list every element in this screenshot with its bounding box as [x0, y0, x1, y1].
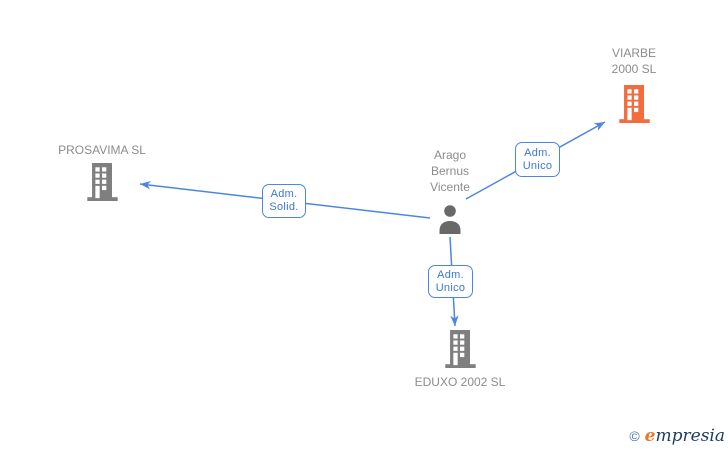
building-icon [86, 163, 118, 201]
empresia-watermark: © empresia [629, 426, 725, 446]
company-node-eduxo-2002-sl[interactable]: EDUXO 2002 SL [390, 330, 530, 390]
company-node-viarbe-2000-sl[interactable]: VIARBE 2000 SL [569, 45, 699, 123]
person-icon [439, 205, 461, 234]
company-node-prosavima-sl[interactable]: PROSAVIMA SL [32, 142, 172, 201]
person-name-line: Arago [433, 148, 467, 162]
edge-label-adm-unico-eduxo: Adm. Unico [428, 265, 473, 298]
company-name-label: PROSAVIMA SL [58, 143, 146, 157]
edge-label-line: Unico [435, 281, 466, 294]
person-name-line: Vicente [430, 180, 470, 194]
edge-label-line: Solid. [269, 201, 299, 213]
edge-label-line: Unico [522, 159, 553, 172]
edge-label-line: Adm. [524, 146, 551, 159]
building-icon [618, 85, 650, 123]
copyright-icon: © [629, 428, 640, 444]
company-name-line: VIARBE [611, 46, 656, 60]
edge-label-adm-unico-viarbe: Adm. Unico [515, 142, 560, 177]
edge-label-line: Adm. [270, 188, 298, 200]
edge-label-line: Adm. [437, 268, 464, 281]
edge-label-adm-solid-prosavima: Adm. Solid. [262, 184, 306, 218]
person-name-line: Bernus [430, 164, 470, 178]
person-node-arago-bernus-vicente[interactable]: Arago Bernus Vicente [400, 147, 500, 234]
logo-letter-e: e [644, 426, 656, 446]
company-name-line: 2000 SL [611, 62, 657, 76]
building-icon [444, 330, 476, 368]
empresia-logo: empresia [645, 426, 725, 446]
logo-text: mpresia [655, 426, 726, 446]
company-name-label: EDUXO 2002 SL [414, 375, 506, 389]
